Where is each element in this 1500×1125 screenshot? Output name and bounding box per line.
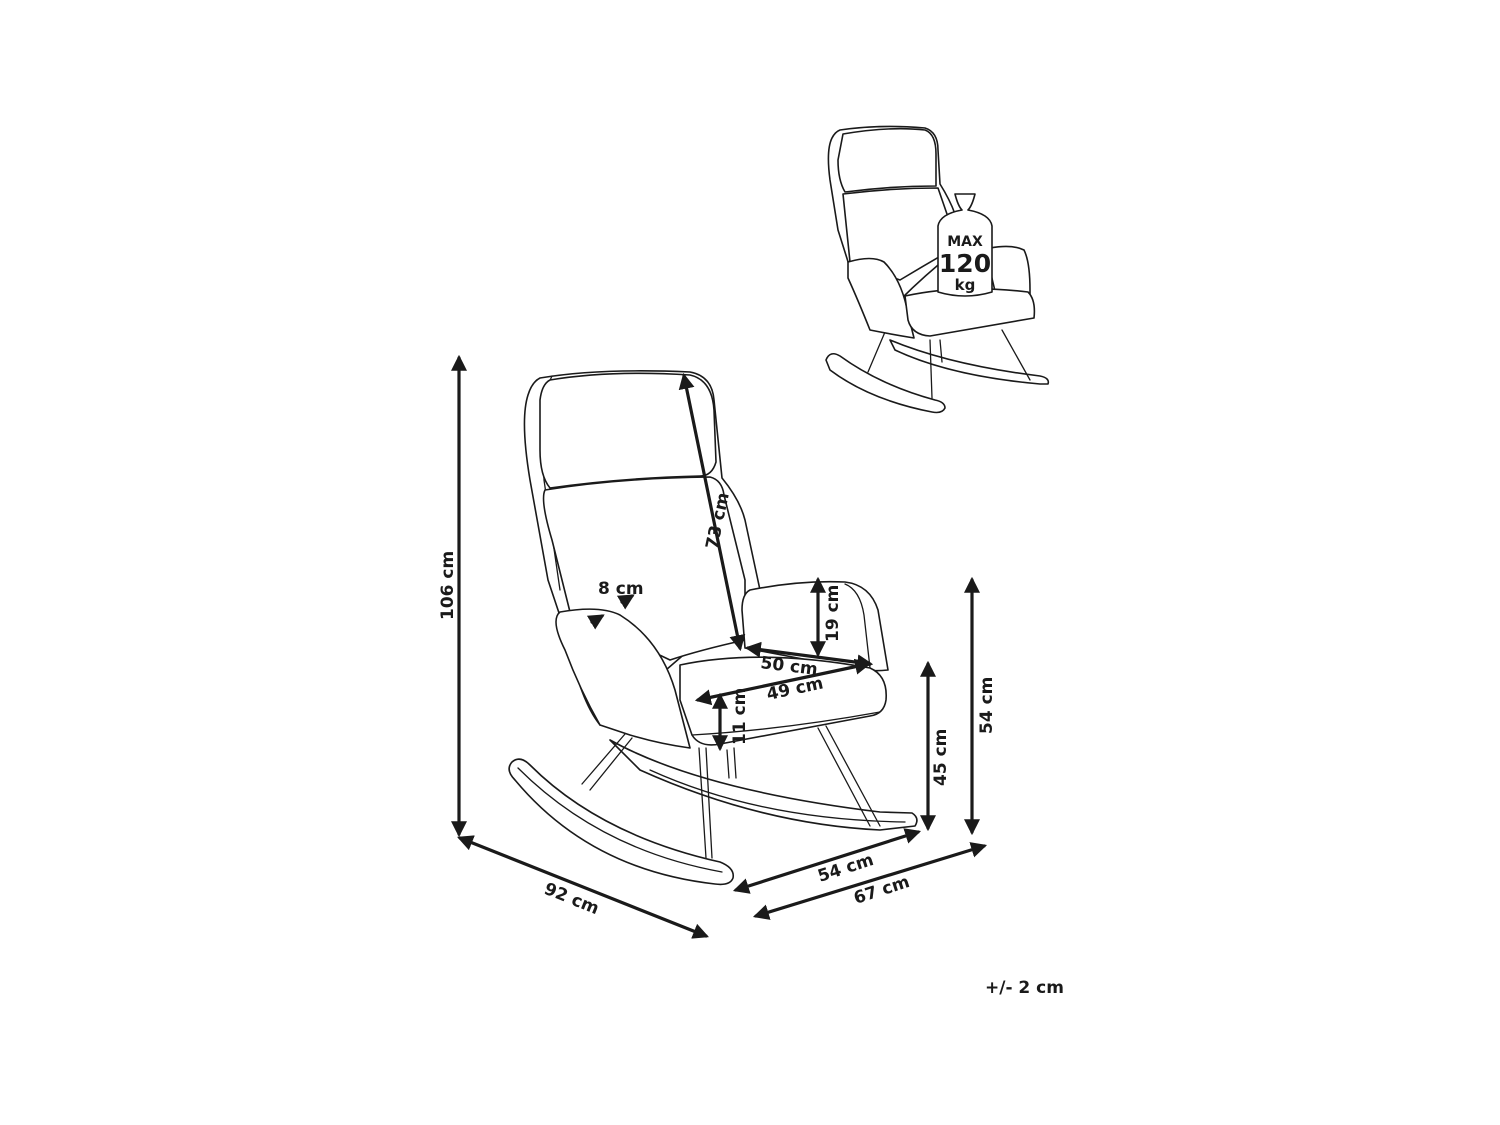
headrest <box>539 372 717 489</box>
dim-backrest-height <box>678 372 746 652</box>
label-seat-height: 45 cm <box>931 729 951 786</box>
label-armrest-width: 8 cm <box>598 579 644 599</box>
main-chair-drawing <box>508 370 918 886</box>
label-overall-depth: 92 cm <box>541 879 602 919</box>
weight-unit: kg <box>955 276 976 294</box>
inset-chair-drawing: MAX 120 kg <box>825 125 1050 414</box>
weight-icon: MAX 120 kg <box>937 193 993 297</box>
label-seat-cushion: 11 cm <box>730 688 750 745</box>
dim-armrest-width-b <box>586 614 605 630</box>
weight-max-label: MAX <box>947 234 983 250</box>
label-overall-height: 106 cm <box>438 551 458 620</box>
left-armrest <box>555 608 691 749</box>
tolerance-note: +/- 2 cm <box>985 978 1064 998</box>
weight-value: 120 <box>939 249 991 278</box>
dim-overall-depth <box>457 835 709 939</box>
dim-overall-width <box>752 842 988 920</box>
label-armrest-floor-height: 54 cm <box>977 677 997 734</box>
label-armrest-height: 19 cm <box>823 585 843 642</box>
dimension-lines <box>451 354 988 939</box>
dim-armrest-width-a <box>616 594 635 610</box>
